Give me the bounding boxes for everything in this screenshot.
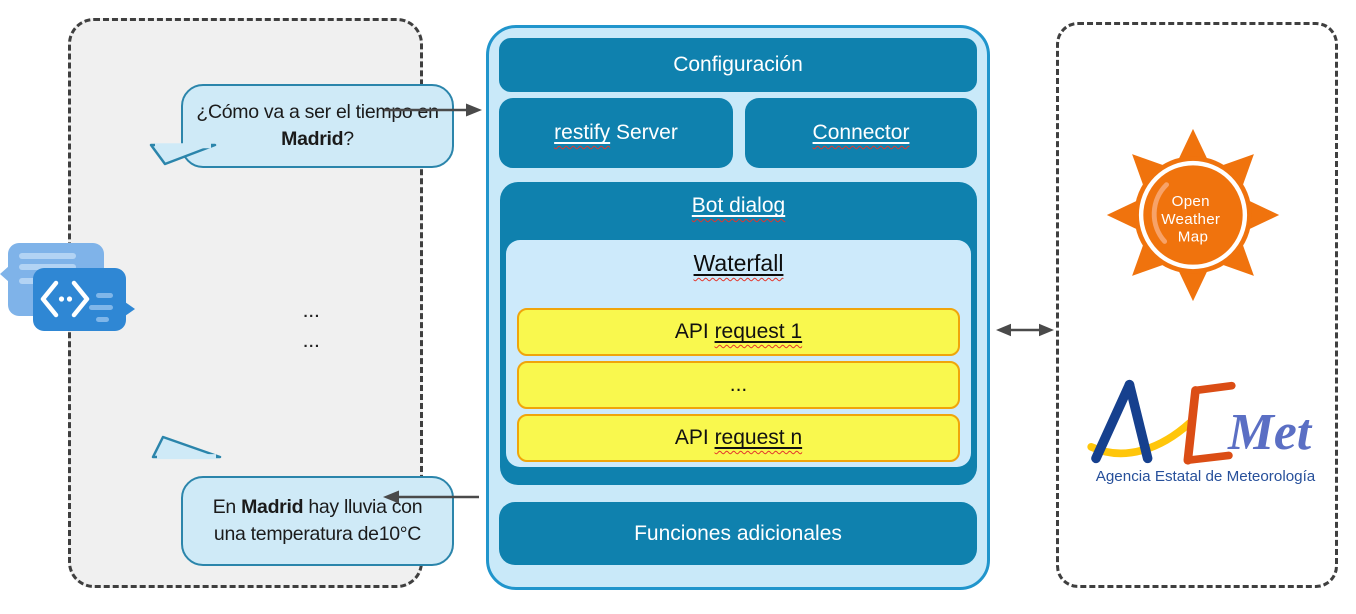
restify-server-block: restify Server: [499, 98, 733, 168]
bot-architecture-panel: Configuración restify Server Connector B…: [486, 25, 990, 590]
bot-message-line1: En Madrid hay lluvia con: [212, 496, 423, 518]
aemet-met-text: Met: [1227, 404, 1313, 461]
user-message-line2: Madrid?: [281, 128, 354, 150]
api-request-1-label: API request 1: [674, 320, 803, 343]
api-request-n-block: API request n: [517, 414, 960, 462]
waterfall-block: Waterfall API request 1 ... API request …: [506, 240, 971, 467]
chat-conversation-panel: ¿Cómo va a ser el tiempo en Madrid? ... …: [68, 18, 454, 588]
api-request-ellipsis-label: ...: [729, 373, 748, 396]
additional-functions-block: Funciones adicionales: [499, 502, 977, 565]
restify-server-label: restify Server: [554, 121, 678, 144]
configuration-label: Configuración: [673, 53, 803, 76]
bot-message-bubble: En Madrid hay lluvia con una temperatura…: [181, 476, 454, 566]
conversation-ellipsis-top: ...: [303, 304, 321, 321]
conversation-ellipsis-bottom: ...: [303, 334, 321, 351]
code-glyph-icon: [40, 280, 90, 318]
connector-label: Connector: [812, 121, 910, 144]
external-apis-panel: [1056, 22, 1338, 588]
user-message-bubble: ¿Cómo va a ser el tiempo en Madrid?: [181, 84, 454, 168]
user-message-line1: ¿Cómo va a ser el tiempo en: [196, 101, 439, 123]
chat-bot-code-icon: [0, 243, 135, 331]
api-request-n-label: API request n: [674, 426, 803, 449]
api-request-ellipsis-block: ...: [517, 361, 960, 409]
api-request-1-block: API request 1: [517, 308, 960, 356]
additional-functions-label: Funciones adicionales: [634, 521, 842, 545]
connector-block: Connector: [745, 98, 977, 168]
aemet-tagline: Agencia Estatal de Meteorología: [1095, 468, 1316, 485]
bot-message-line2: una temperatura de10°C: [213, 523, 422, 545]
aemet-letter-a: [1091, 379, 1153, 464]
openweathermap-logo-text: Open Weather Map: [1161, 193, 1225, 245]
aemet-logo-icon: Met: [1087, 379, 1313, 465]
aemet-letter-e: [1183, 381, 1236, 465]
waterfall-label: Waterfall: [693, 250, 784, 276]
configuration-block: Configuración: [499, 38, 977, 92]
bot-dialog-block: Bot dialog Waterfall API request 1 ... A…: [500, 182, 977, 485]
openweathermap-logo-icon: Open Weather Map: [1106, 128, 1280, 302]
arrow-bot-apis-bidirectional: [996, 323, 1054, 337]
bot-dialog-label: Bot dialog: [691, 194, 786, 217]
sun-highlight-crescent: [1151, 182, 1170, 244]
